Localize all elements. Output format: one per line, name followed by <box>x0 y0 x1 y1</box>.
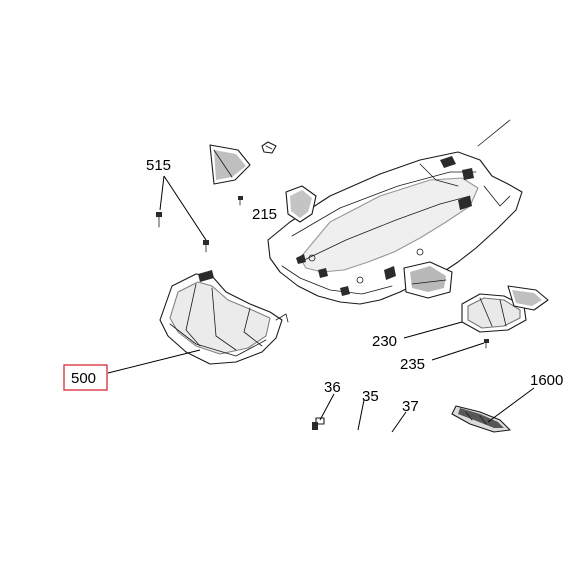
leader-1600 <box>487 387 535 423</box>
leader-500 <box>107 349 201 374</box>
callout-515: 515 <box>146 157 171 174</box>
cover-500 <box>159 270 289 365</box>
bracket-215 <box>285 185 317 223</box>
callout-215: 215 <box>252 206 277 223</box>
leader-35 <box>357 399 365 431</box>
leader-230 <box>403 321 463 339</box>
rear-frame <box>267 119 523 305</box>
leader-37 <box>391 411 407 433</box>
callout-230: 230 <box>372 333 397 350</box>
callout-36: 36 <box>324 379 341 396</box>
callout-500-box <box>63 364 108 391</box>
callout-1600: 1600 <box>530 372 563 389</box>
leader-235 <box>431 342 485 361</box>
leader-36 <box>319 393 335 421</box>
far-right-panel <box>507 285 549 311</box>
side-bracket <box>403 261 453 299</box>
top-clip <box>261 141 277 154</box>
light-assembly-1600 <box>451 405 511 433</box>
fastener-235 <box>484 339 489 349</box>
right-panel-230 <box>461 293 527 333</box>
callout-235: 235 <box>400 356 425 373</box>
leader-515b <box>163 175 207 241</box>
callout-37: 37 <box>402 398 419 415</box>
fastener-36 <box>312 417 325 430</box>
fastener-215 <box>238 196 243 206</box>
fastener-515a <box>156 212 162 228</box>
callout-500: 500 <box>71 370 96 387</box>
upper-left-panel <box>209 144 251 185</box>
leader-515a <box>159 175 165 211</box>
fastener-515b <box>203 240 209 253</box>
callout-35: 35 <box>362 388 379 405</box>
